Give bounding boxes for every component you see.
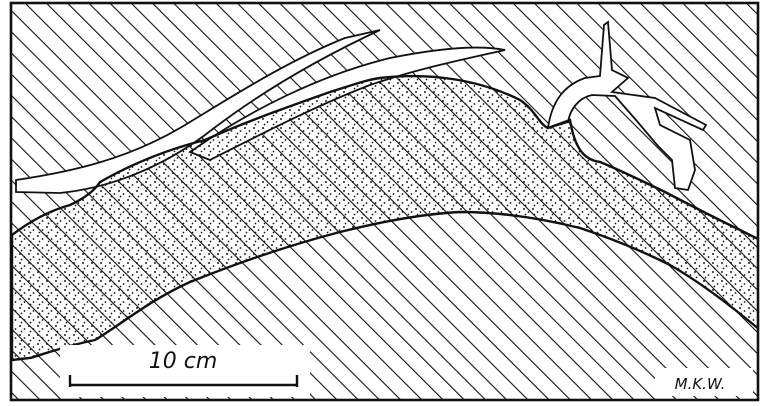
artist-signature: M.K.W. bbox=[675, 375, 726, 393]
scale-bar-label: 10 cm bbox=[149, 349, 218, 374]
